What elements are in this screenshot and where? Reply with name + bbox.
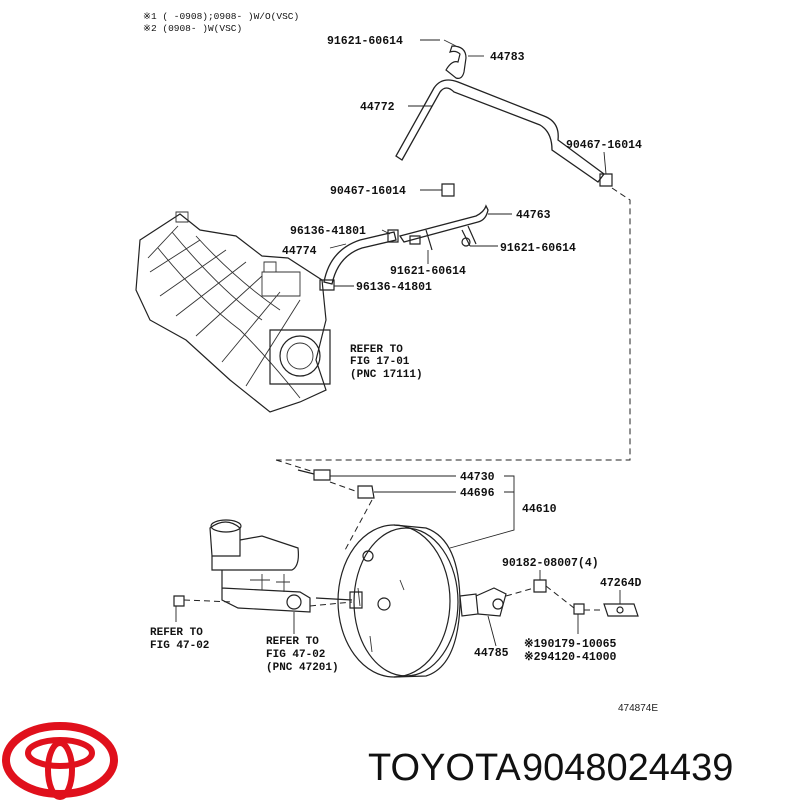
nut-90182 [533,579,547,593]
master-cylinder-drawing [209,519,311,613]
refer-fig-17-01-line2: FIG 17-01 [350,356,410,368]
label-96136-41801-low: 96136-41801 [356,281,432,294]
label-47264D: 47264D [600,577,642,590]
label-44772: 44772 [360,101,395,114]
bracket-47264D [603,603,639,617]
label-44783: 44783 [490,51,525,64]
clamp-90467-right [599,173,613,187]
valve-44730 [313,469,331,481]
label-44763: 44763 [516,209,551,222]
label-91621-60614-mid: 91621-60614 [500,242,576,255]
brand-name: TOYOTA [368,747,521,789]
toyota-logo [2,722,118,800]
hose-44774 [323,231,397,285]
refer-fig-17-01-line1: REFER TO [350,344,403,356]
clamp-90467-left [441,183,455,197]
label-94120-41000: ※294120-41000 [524,650,617,664]
label-90182-08007: 90182-08007(4) [502,557,599,570]
drawing-code: 474874E [618,703,658,714]
refer-fig-17-01-line3: (PNC 17111) [350,369,423,381]
note-1: ※1 ( -0908);0908- )W/O(VSC) [143,11,299,22]
label-90467-16014-right: 90467-16014 [566,139,642,152]
refer-fig-47-02-b-line2: FIG 47-02 [266,649,325,661]
label-90179-10065: ※190179-10065 [524,637,617,651]
refer-fig-47-02-b-line1: REFER TO [266,636,319,648]
label-90467-16014-left: 90467-16014 [330,185,406,198]
nut-90179 [573,603,585,615]
label-44696: 44696 [460,487,495,500]
refer-fig-47-02-a-line2: FIG 47-02 [150,640,209,652]
label-44610: 44610 [522,503,557,516]
label-91621-60614-low: 91621-60614 [390,265,466,278]
pipe-44763 [398,204,489,243]
note-2: ※2 (0908- )W(VSC) [143,23,242,34]
refer-fig-47-02-a-line1: REFER TO [150,627,203,639]
hose-44772 [395,79,605,183]
label-44730: 44730 [460,471,495,484]
brake-booster-44610 [315,524,507,678]
label-44785: 44785 [474,647,509,660]
part-number: 9048024439 [522,747,733,789]
label-96136-41801-top: 96136-41801 [290,225,366,238]
bolt-left [173,595,185,607]
grommet-44696 [357,485,375,499]
refer-fig-47-02-b-line3: (PNC 47201) [266,662,339,674]
label-91621-60614-top: 91621-60614 [327,35,403,48]
label-44774: 44774 [282,245,317,258]
intake-manifold-drawing [135,211,331,413]
clip-44783 [445,45,467,79]
